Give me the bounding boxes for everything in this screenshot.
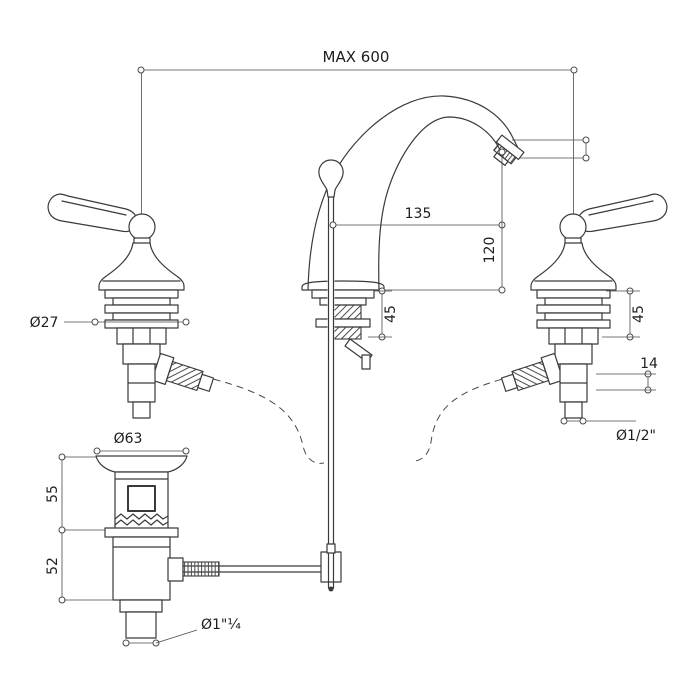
tailpiece (125, 611, 157, 639)
lock-nut (116, 327, 167, 345)
dim-fitting-offset-label: 14 (640, 356, 658, 372)
mount-washer (104, 304, 179, 314)
waste-flange (95, 455, 188, 473)
aerator-tip (493, 152, 509, 166)
rod-boss (167, 557, 184, 582)
dimension-lines (58, 66, 656, 647)
waste-mid-flange (104, 527, 179, 538)
left-handle-valve (47, 73, 215, 419)
spout (301, 95, 525, 592)
spout-base-plinth (301, 280, 385, 291)
spout-outer-profile (307, 95, 519, 291)
lever-detail-line (61, 200, 127, 216)
spout-shank-hatched (330, 304, 362, 320)
popup-rod-ball-end (328, 586, 334, 592)
dim-waste-lower-height-label: 52 (45, 557, 61, 575)
handle-bell-escutcheon (98, 242, 185, 291)
waste-upper-body (114, 471, 169, 531)
clamp-screw (326, 543, 336, 554)
shank-tail (132, 401, 151, 419)
valve-body (122, 343, 161, 365)
dim-spout-height-label: 120 (482, 237, 498, 264)
dim-base-depth-right-label: 45 (631, 305, 647, 323)
fitting-cap (197, 373, 215, 392)
drain-assembly (95, 455, 342, 639)
mount-washer (112, 297, 171, 306)
dim-spout-reach-label: 135 (405, 206, 432, 222)
dim-waste-upper-height-label: 55 (45, 485, 61, 503)
mount-washer (104, 319, 179, 329)
left-hose-curve (201, 375, 325, 464)
spout-washer (311, 289, 375, 299)
dim-waste-thread-label: Ø1"¼ (201, 617, 241, 633)
popup-lever-bar (361, 354, 371, 370)
tailpiece-nut (119, 599, 163, 613)
right-hose-curve (410, 375, 514, 462)
side-compression-fitting (151, 352, 215, 392)
popup-rod-knob (318, 159, 344, 198)
dim-base-depth-center-label: 45 (383, 305, 399, 323)
waste-side-opening (127, 485, 156, 512)
mount-washer (112, 312, 171, 321)
lever-handle (47, 193, 138, 233)
waste-clip-zigzag (114, 519, 169, 526)
spout-inner-profile (378, 116, 504, 291)
dim-handle-diameter-label: Ø27 (30, 315, 59, 331)
spout-aerator (493, 134, 525, 166)
spout-locknut (315, 318, 371, 328)
waste-clip-zigzag (114, 513, 169, 520)
handle-ball-joint (128, 213, 156, 241)
spout-washer (319, 297, 367, 306)
rod-threaded-section (182, 561, 220, 577)
dim-max-width-label: MAX 600 (323, 48, 390, 66)
fitting-knurl (165, 360, 204, 392)
dim-tail-diameter-label: Ø1/2" (616, 428, 656, 444)
mount-washer (104, 289, 179, 299)
spout-shank-hatched (330, 326, 362, 340)
supply-hoses (201, 375, 514, 464)
dimension-labels: MAX 600 135 120 45 45 14 Ø27 Ø1/2" Ø63 5… (30, 48, 658, 633)
dim-waste-flange-diameter-label: Ø63 (114, 431, 143, 447)
